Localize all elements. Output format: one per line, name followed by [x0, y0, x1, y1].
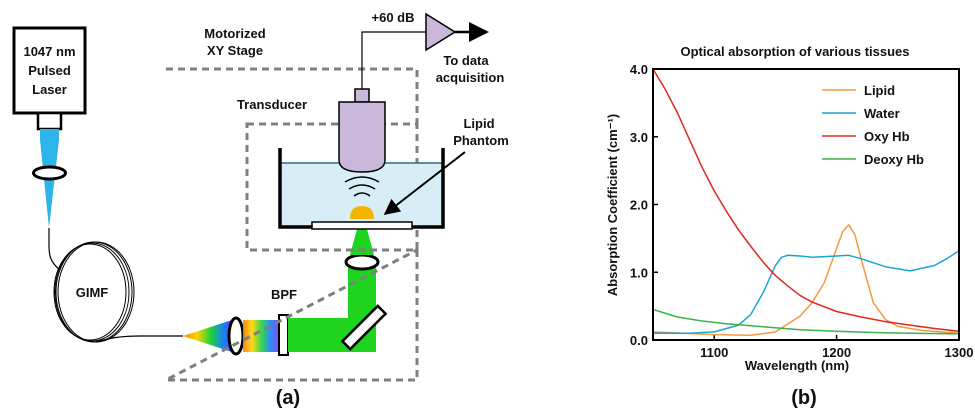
legend-label: Water	[864, 106, 900, 121]
series-line-oxy-hb	[652, 68, 960, 332]
legend-label: Deoxy Hb	[864, 152, 924, 167]
laser-aperture	[36, 111, 63, 131]
laser-label-line1: 1047 nm	[23, 44, 75, 59]
ultrasound-waves	[344, 176, 380, 197]
panel-b-chart: Optical absorption of various tissues Ab…	[605, 44, 973, 409]
transducer-cable-housing	[354, 88, 370, 103]
plot-frame	[652, 68, 960, 341]
collimating-lens	[227, 316, 245, 356]
gimf-coil	[53, 241, 135, 343]
daq-label-line2: acquisition	[436, 70, 505, 85]
transducer-body	[338, 101, 386, 173]
x-tick-label: 1200	[822, 345, 851, 360]
y-tick-label: 4.0	[630, 62, 648, 77]
phantom-label-line2: Phantom	[453, 133, 509, 148]
xy-stage-outline	[165, 67, 419, 382]
stage-label-line2: XY Stage	[207, 43, 263, 58]
y-tick-label: 3.0	[630, 130, 648, 145]
sample-slide	[311, 221, 413, 230]
signal-wire	[361, 31, 426, 89]
chart-ylabel: Absorption Coefficient (cm⁻¹)	[605, 114, 620, 296]
amplifier-gain-label: +60 dB	[372, 10, 415, 25]
phantom-arrow	[383, 151, 466, 215]
y-tick-label: 2.0	[630, 198, 648, 213]
phantom-label-line1: Lipid	[463, 116, 494, 131]
gimf-label: GIMF	[76, 285, 109, 300]
transducer-label: Transducer	[237, 97, 307, 112]
supercontinuum-beam	[183, 318, 238, 354]
stage-label-line1: Motorized	[204, 26, 265, 41]
panel-a-diagram: 1047 nm Pulsed Laser GIMF BPF Motoriz	[12, 10, 509, 409]
focused-green-beam	[350, 218, 374, 255]
chart-lines	[652, 68, 960, 337]
chart-title: Optical absorption of various tissues	[681, 44, 910, 59]
amplifier	[425, 12, 457, 52]
legend-label: Lipid	[864, 83, 895, 98]
bpf-label: BPF	[271, 287, 297, 302]
daq-label-line1: To data	[443, 53, 489, 68]
rainbow-to-bpf	[243, 320, 280, 352]
panel-b-caption: (b)	[791, 387, 817, 409]
chart-xlabel: Wavelength (nm)	[745, 358, 849, 373]
x-tick-label: 1100	[700, 345, 728, 360]
laser-label-line3: Laser	[32, 82, 67, 97]
focusing-lens	[344, 253, 380, 271]
series-line-lipid	[652, 224, 960, 337]
lipid-phantom	[350, 206, 374, 219]
laser-label-line2: Pulsed	[28, 63, 71, 78]
coupling-lens	[32, 165, 67, 181]
y-tick-label: 1.0	[630, 265, 648, 280]
legend-label: Oxy Hb	[864, 129, 910, 144]
mirror	[340, 304, 388, 351]
x-tick-label: 1300	[945, 345, 974, 360]
fiber-in	[48, 228, 61, 271]
panel-a-caption: (a)	[276, 387, 300, 409]
series-line-deoxy-hb	[652, 308, 960, 335]
chart-ticks: 1100 1200 1300 0.0 1.0 2.0 3.0 4.0	[630, 62, 974, 360]
fiber-out	[95, 335, 183, 343]
y-tick-label: 0.0	[630, 333, 648, 348]
